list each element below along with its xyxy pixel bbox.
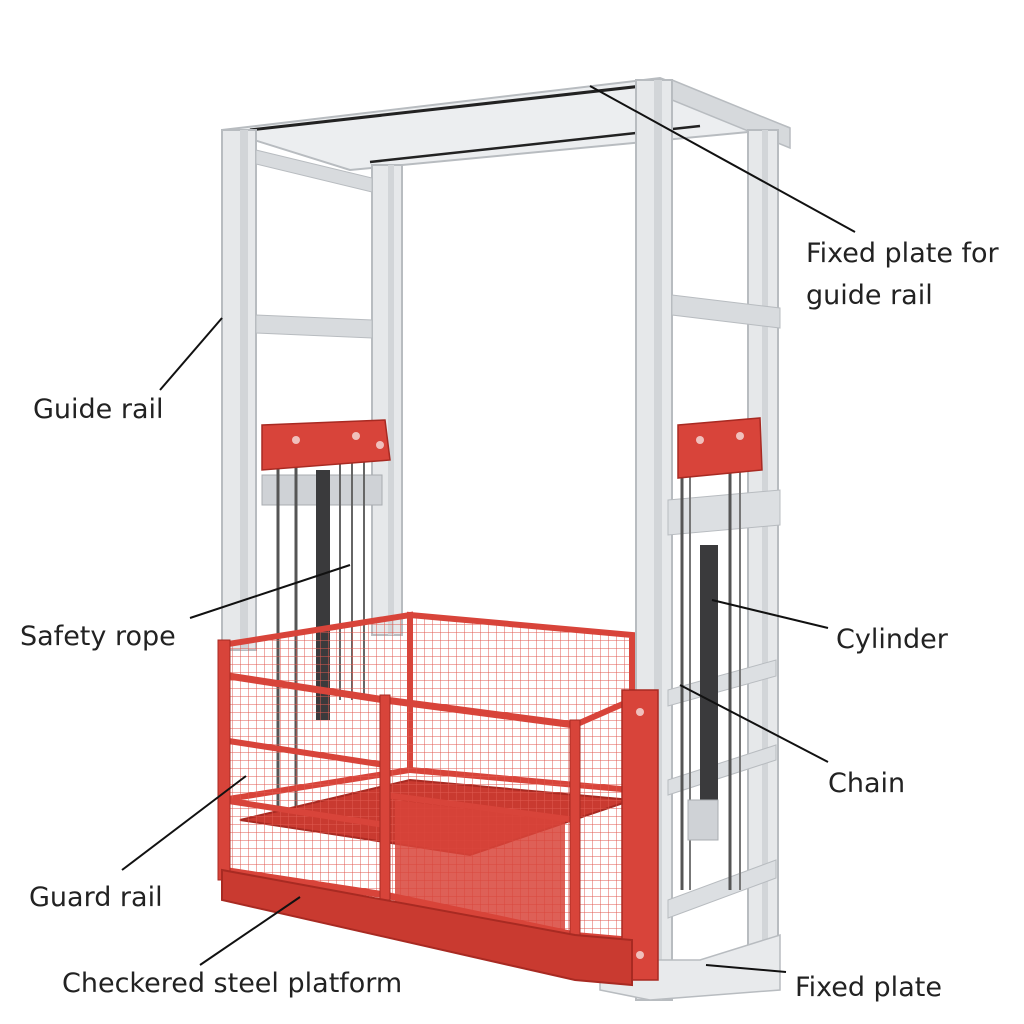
- leader-line-fixed-plate: [705, 964, 787, 973]
- red-cage: [217, 611, 659, 987]
- callout-cylinder: Cylinder: [836, 624, 948, 655]
- callout-guard-rail: Guard rail: [29, 882, 163, 913]
- callout-guide-rail: Guide rail: [33, 394, 164, 425]
- leader-line-guard-rail: [121, 775, 247, 871]
- leader-line-cylinder: [711, 599, 829, 629]
- callout-chain: Chain: [828, 768, 906, 799]
- callout-fixed-plate-for-guide-rail: Fixed plate for guide rail: [806, 233, 999, 317]
- callout-fixed-plate-for-guide-rail-line2: guide rail: [806, 280, 933, 311]
- leader-line-fixed-plate-for-guide-rail: [589, 85, 856, 233]
- right-mechanism: [677, 417, 763, 890]
- callout-fixed-plate: Fixed plate: [795, 972, 942, 1003]
- leader-line-guide-rail: [159, 317, 223, 391]
- leader-line-chain: [679, 684, 829, 763]
- callout-fixed-plate-for-guide-rail-line1: Fixed plate for: [806, 238, 999, 269]
- leader-line-safety-rope: [189, 564, 351, 619]
- leader-line-checkered-steel-platform: [199, 896, 301, 966]
- left-mechanism: [261, 419, 391, 820]
- leader-lines: [121, 85, 856, 973]
- callout-checkered-steel-platform: Checkered steel platform: [62, 968, 403, 999]
- callout-safety-rope: Safety rope: [20, 621, 176, 652]
